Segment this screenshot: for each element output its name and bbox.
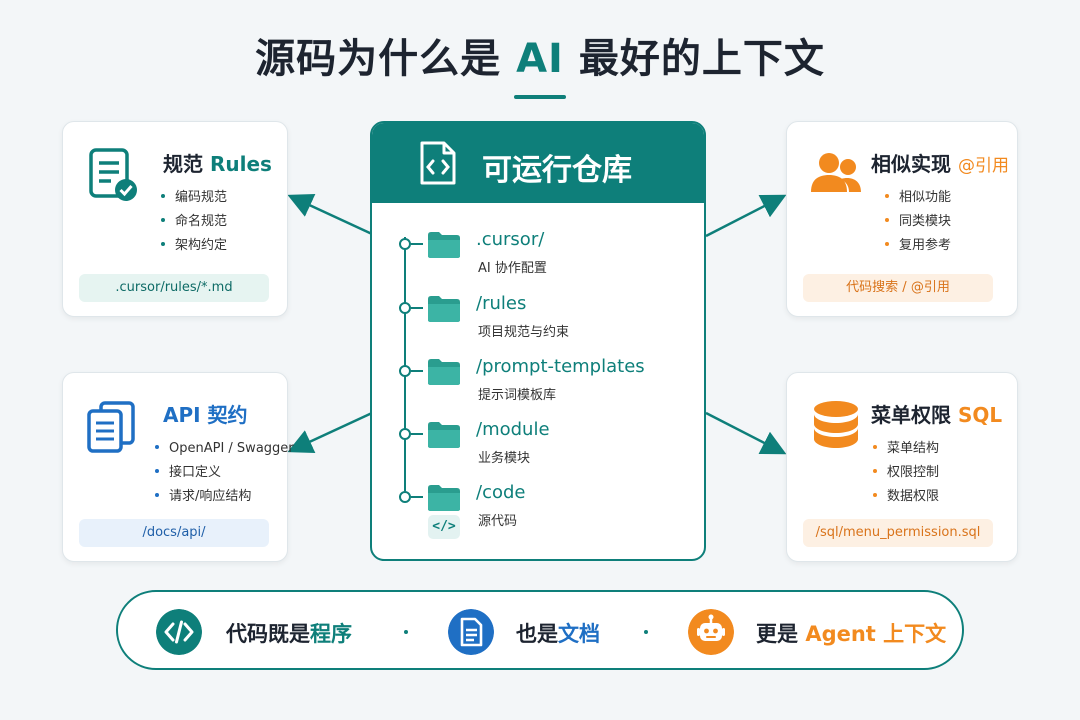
folder-icon: [428, 359, 460, 385]
separator-dot: [644, 630, 648, 634]
summary-bar: 代码既是程序 也是文档 更是 Agent 上下文: [116, 590, 964, 670]
documents-icon: [87, 401, 135, 453]
rules-path-tag: .cursor/rules/*.md: [79, 274, 269, 302]
repository-panel: 可运行仓库 .cursor/ AI 协作配置 /rules 项目规范与约束 /p…: [370, 121, 706, 561]
tree-item-desc: 业务模块: [478, 451, 531, 466]
api-title: API 契约: [163, 399, 248, 428]
summary-agent-context: 更是 Agent 上下文: [756, 622, 947, 646]
separator-dot: [404, 630, 408, 634]
tree-item-desc: 提示词模板库: [478, 388, 557, 403]
sql-title-en: SQL: [957, 403, 1003, 427]
tree-branch: [411, 243, 423, 245]
sql-path-tag: /sql/menu_permission.sql: [803, 519, 993, 547]
rules-title-en: Rules: [209, 152, 272, 176]
summary-document: 也是文档: [516, 622, 600, 646]
title-suffix: 最好的上下文: [563, 36, 825, 82]
users-icon: [811, 153, 861, 192]
page-title: 源码为什么是 AI 最好的上下文: [0, 26, 1080, 84]
rules-title-cn: 规范: [163, 152, 210, 176]
repository-header: 可运行仓库: [372, 123, 704, 203]
similar-title-cn: 相似实现: [871, 152, 958, 176]
similar-title-en: @引用: [957, 156, 1009, 176]
list-item: 请求/响应结构: [155, 485, 294, 509]
tree-line: [404, 237, 406, 491]
tree-node: [399, 428, 411, 440]
tree-item-name: .cursor/: [476, 229, 545, 250]
tree-node: [399, 491, 411, 503]
tree-item-name: /rules: [476, 293, 527, 314]
folder-icon: [428, 296, 460, 322]
rules-title: 规范 Rules: [163, 148, 272, 177]
robot-icon: [688, 609, 734, 655]
list-item: 复用参考: [885, 234, 951, 258]
list-item: OpenAPI / Swagger: [155, 437, 294, 461]
tree-item: /rules 项目规范与约束: [372, 293, 704, 345]
tree-branch: [411, 496, 423, 498]
tree-item-name: /code: [476, 482, 526, 503]
list-item: 架构约定: [161, 234, 227, 258]
arrow-to-sql: [705, 411, 787, 455]
card-sql: 菜单权限 SQL 菜单结构 权限控制 数据权限 /sql/menu_permis…: [786, 372, 1018, 562]
rules-document-icon: [89, 148, 137, 201]
folder-icon: [428, 485, 460, 511]
folder-icon: [428, 422, 460, 448]
tree-item-name: /prompt-templates: [476, 356, 645, 377]
title-underline: [514, 95, 566, 99]
document-icon: [448, 609, 494, 655]
tree-item: /prompt-templates 提示词模板库: [372, 356, 704, 408]
repository-title: 可运行仓库: [482, 153, 632, 188]
card-similar: 相似实现 @引用 相似功能 同类模块 复用参考 代码搜索 / @引用: [786, 121, 1018, 317]
code-chip-icon: </>: [428, 515, 460, 539]
code-file-icon: [420, 141, 456, 185]
tree-branch: [411, 307, 423, 309]
list-item: 数据权限: [873, 485, 939, 509]
sql-title: 菜单权限 SQL: [871, 399, 1002, 428]
similar-list: 相似功能 同类模块 复用参考: [885, 186, 951, 258]
arrow-to-api: [287, 411, 373, 453]
list-item: 命名规范: [161, 210, 227, 234]
tree-item-desc: 源代码: [478, 514, 518, 529]
code-icon: [156, 609, 202, 655]
tree-item-desc: AI 协作配置: [478, 261, 547, 276]
tree-item: .cursor/ AI 协作配置: [372, 229, 704, 281]
title-accent: AI: [516, 36, 564, 82]
arrow-to-rules: [287, 194, 373, 236]
api-path-tag: /docs/api/: [79, 519, 269, 547]
similar-title: 相似实现 @引用: [871, 148, 1009, 177]
list-item: 相似功能: [885, 186, 951, 210]
sql-list: 菜单结构 权限控制 数据权限: [873, 437, 939, 509]
card-rules: 规范 Rules 编码规范 命名规范 架构约定 .cursor/rules/*.…: [62, 121, 288, 317]
card-api: API 契约 OpenAPI / Swagger 接口定义 请求/响应结构 /d…: [62, 372, 294, 562]
database-icon: [814, 401, 858, 448]
api-title-cn: API 契约: [163, 403, 248, 427]
tree-node: [399, 302, 411, 314]
arrow-to-similar: [705, 194, 787, 238]
tree-branch: [411, 370, 423, 372]
list-item: 菜单结构: [873, 437, 939, 461]
tree-node: [399, 238, 411, 250]
similar-path-tag: 代码搜索 / @引用: [803, 274, 993, 302]
folder-icon: [428, 232, 460, 258]
tree-node: [399, 365, 411, 377]
title-prefix: 源码为什么是: [255, 36, 517, 82]
list-item: 接口定义: [155, 461, 294, 485]
rules-list: 编码规范 命名规范 架构约定: [161, 186, 227, 258]
sql-title-cn: 菜单权限: [871, 403, 958, 427]
tree-item-name: /module: [476, 419, 550, 440]
list-item: 同类模块: [885, 210, 951, 234]
summary-program: 代码既是程序: [226, 622, 352, 646]
list-item: 权限控制: [873, 461, 939, 485]
list-item: 编码规范: [161, 186, 227, 210]
tree-item: /module 业务模块: [372, 419, 704, 471]
tree-item-desc: 项目规范与约束: [478, 325, 570, 340]
api-list: OpenAPI / Swagger 接口定义 请求/响应结构: [155, 437, 294, 509]
tree-item: /code 源代码: [372, 482, 704, 534]
tree-branch: [411, 433, 423, 435]
